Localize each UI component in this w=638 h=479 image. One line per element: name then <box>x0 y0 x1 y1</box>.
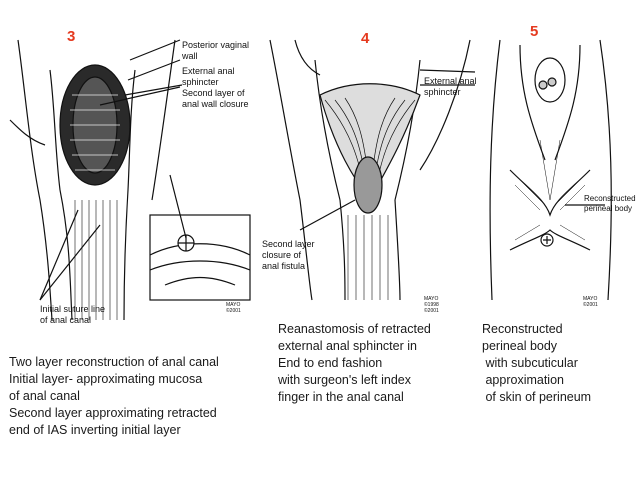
p3-label-posterior: Posterior vaginal <box>182 40 250 50</box>
panel-5-number: 5 <box>530 23 539 40</box>
caption-4-line-4: with surgeon's left index <box>278 373 412 387</box>
caption-4-line-3: End to end fashion <box>278 356 383 370</box>
p4-label-sphincter: sphincter <box>424 87 461 97</box>
p3-label-initial: Initial suture line <box>40 304 106 314</box>
caption-3-line-2: Initial layer- approximating mucosa <box>9 372 203 386</box>
p4-label-closure: closure of <box>262 250 302 260</box>
p5-label-perineal: perineal body <box>584 204 633 213</box>
caption-4-line-5: finger in the anal canal <box>278 390 404 404</box>
p3-label-sphincter: sphincter <box>182 77 219 87</box>
caption-panel-4: Reanastomosis of retracted external anal… <box>278 321 431 406</box>
p3-label-external: External anal <box>182 66 235 76</box>
p3-credit-mayo: MAYO <box>226 302 241 308</box>
caption-5-line-4: approximation <box>482 373 564 387</box>
caption-5-line-3: with subcuticular <box>482 356 578 370</box>
caption-5-line-2: perineal body <box>482 339 558 353</box>
p5-credit-mayo: MAYO <box>583 296 598 302</box>
caption-4-line-2: external anal sphincter in <box>278 339 417 353</box>
caption-3-line-1: Two layer reconstruction of anal canal <box>9 355 219 369</box>
panel-3-drawing <box>9 39 251 321</box>
p3-label-wall: wall <box>182 51 198 61</box>
panel-3-number: 3 <box>67 28 76 45</box>
panel-4-number: 4 <box>361 30 370 47</box>
caption-panel-5: Reconstructed perineal body with subcuti… <box>482 321 591 406</box>
caption-4-line-1: Reanastomosis of retracted <box>278 322 431 336</box>
caption-3-line-3: of anal canal <box>9 389 80 403</box>
p3-label-second: Second layer of <box>182 88 245 98</box>
p3-label-closure: anal wall closure <box>182 99 249 109</box>
p3-label-of-anal: of anal canal <box>40 315 92 325</box>
caption-5-line-5: of skin of perineum <box>482 390 592 404</box>
p5-label-reconstructed: Reconstructed <box>584 194 636 203</box>
caption-3-line-4: Second layer approximating retracted <box>9 406 217 420</box>
p4-credit-year2: ©2001 <box>424 308 439 314</box>
p5-credit-year: ©2001 <box>583 302 598 308</box>
caption-5-line-1: Reconstructed <box>482 322 563 336</box>
panel-4-drawing <box>269 39 476 301</box>
p4-credit-mayo: MAYO <box>424 296 439 302</box>
p4-label-second: Second layer <box>262 239 315 249</box>
caption-panel-3: Two layer reconstruction of anal canal I… <box>9 354 219 439</box>
p3-credit-year: ©2001 <box>226 308 241 314</box>
p4-credit-year1: ©1998 <box>424 302 439 308</box>
panel-5-drawing <box>489 39 612 301</box>
p4-label-fistula: anal fistula <box>262 261 306 271</box>
p4-label-external: External anal <box>424 76 477 86</box>
caption-3-line-5: end of IAS inverting initial layer <box>9 423 181 437</box>
